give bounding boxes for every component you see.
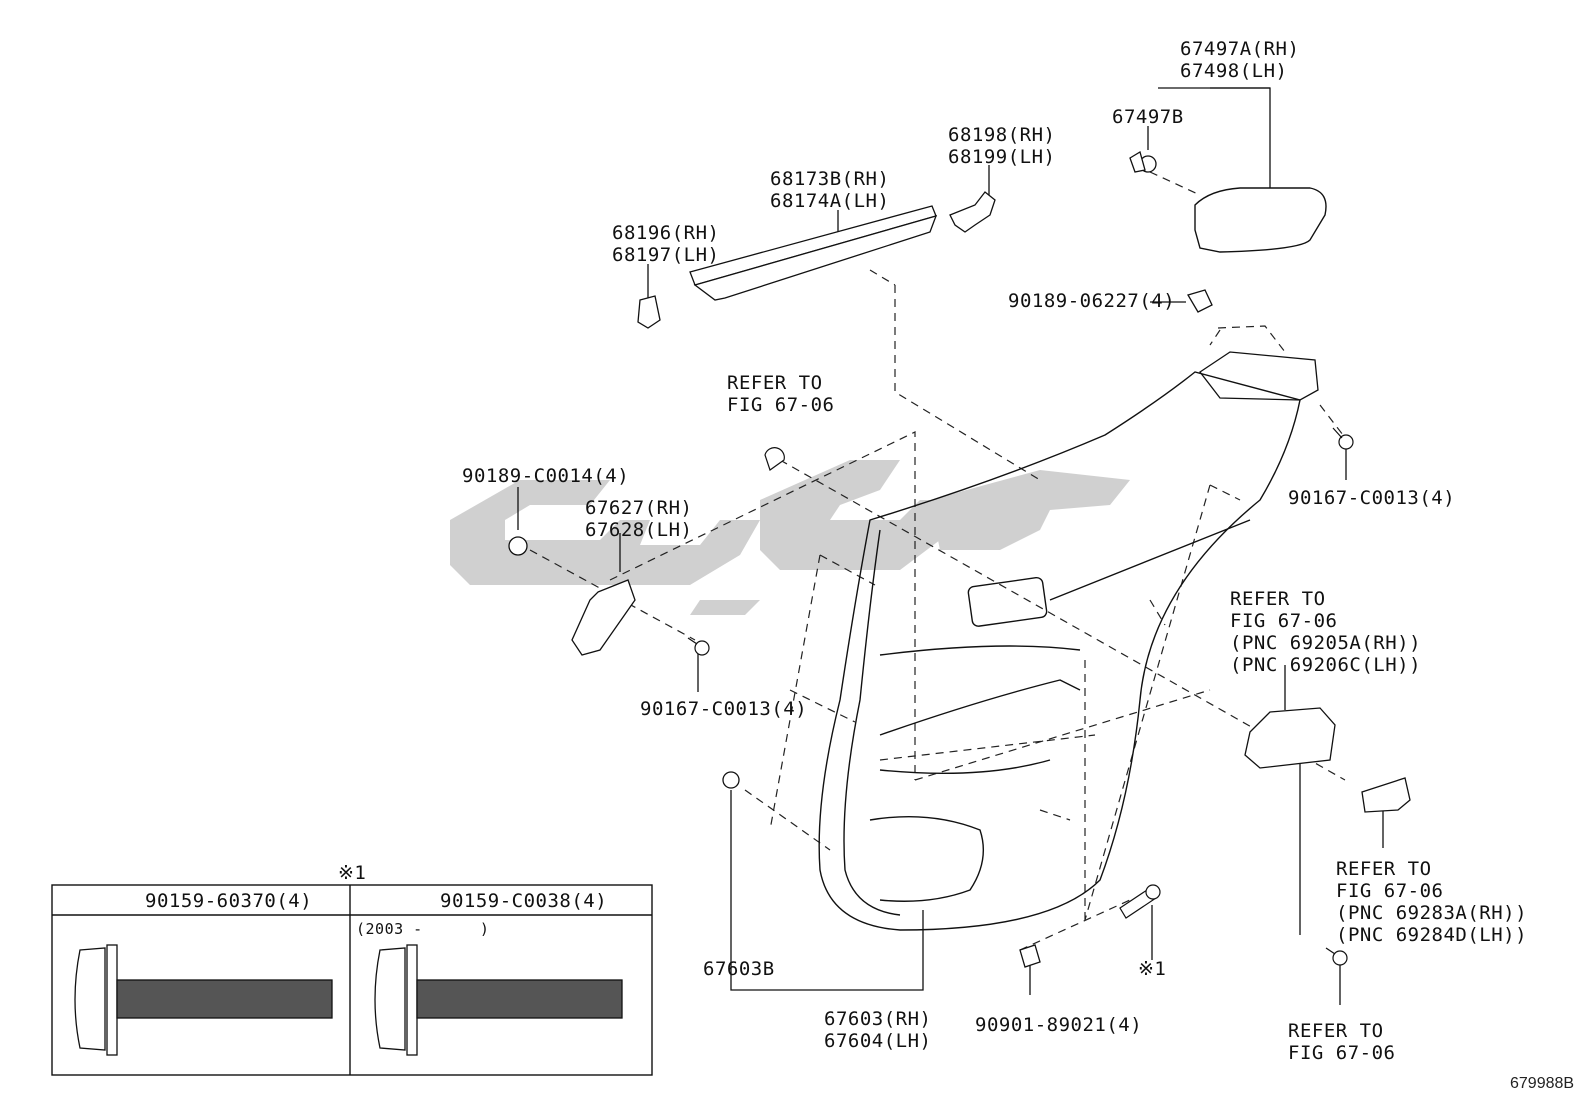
table-col2-note: (2003 - ) bbox=[356, 920, 490, 938]
label-90189-C0014: 90189-C0014(4) bbox=[462, 465, 630, 487]
clip-68196 bbox=[637, 295, 661, 329]
cover-67497A bbox=[1194, 187, 1327, 253]
screw-drawing-60370 bbox=[74, 944, 333, 1056]
label-note-mark: ※1 bbox=[1138, 958, 1167, 980]
clip-90901 bbox=[1019, 944, 1041, 968]
switch-cover bbox=[1361, 777, 1411, 813]
leader-67603 bbox=[730, 790, 924, 991]
label-refer-a-2: FIG 67-06 bbox=[727, 394, 835, 416]
label-67604: 67604(LH) bbox=[824, 1030, 932, 1052]
figure-code: 679988B bbox=[1510, 1075, 1575, 1092]
clip-90189-C0014 bbox=[508, 536, 528, 556]
label-refer-c-4: (PNC 69284D(LH)) bbox=[1336, 924, 1528, 946]
leader-67497A bbox=[1210, 87, 1271, 188]
label-68199: 68199(LH) bbox=[948, 146, 1056, 168]
screw-90167-right bbox=[1332, 427, 1354, 450]
table-col1-header: 90159-60370(4) bbox=[145, 890, 313, 912]
label-67603B: 67603B bbox=[703, 958, 775, 980]
label-68174A: 68174A(LH) bbox=[770, 190, 890, 212]
assembly-lines bbox=[529, 171, 1346, 951]
label-refer-d-1: REFER TO bbox=[1288, 1020, 1384, 1042]
table-mark: ※1 bbox=[338, 862, 367, 884]
screw-refer-d bbox=[1325, 947, 1348, 966]
label-67627: 67627(RH) bbox=[585, 497, 693, 519]
table-col2-header: 90159-C0038(4) bbox=[440, 890, 608, 912]
bracket-67627 bbox=[571, 579, 636, 656]
label-90167-C0013-right: 90167-C0013(4) bbox=[1288, 487, 1456, 509]
label-68197: 68197(LH) bbox=[612, 244, 720, 266]
watermark-logo bbox=[450, 460, 1130, 615]
screw-table bbox=[51, 884, 653, 1076]
label-refer-a-1: REFER TO bbox=[727, 372, 823, 394]
handle-bezel bbox=[1244, 707, 1336, 769]
label-90189-06227: 90189-06227(4) bbox=[1008, 290, 1176, 312]
door-trim-panel bbox=[818, 371, 1301, 931]
label-68173B: 68173B(RH) bbox=[770, 168, 890, 190]
label-refer-c-2: FIG 67-06 bbox=[1336, 880, 1444, 902]
label-refer-b-3: (PNC 69205A(RH)) bbox=[1230, 632, 1422, 654]
screw-note-1 bbox=[1119, 884, 1161, 919]
label-refer-d-2: FIG 67-06 bbox=[1288, 1042, 1396, 1064]
bracket-68198 bbox=[949, 191, 996, 233]
label-refer-c-1: REFER TO bbox=[1336, 858, 1432, 880]
label-refer-b-4: (PNC 69206C(LH)) bbox=[1230, 654, 1422, 676]
label-67603: 67603(RH) bbox=[824, 1008, 932, 1030]
label-refer-c-3: (PNC 69283A(RH)) bbox=[1336, 902, 1528, 924]
clip-refer-a bbox=[764, 447, 785, 471]
label-refer-b-1: REFER TO bbox=[1230, 588, 1326, 610]
label-67497B: 67497B bbox=[1112, 106, 1184, 128]
clip-67497B bbox=[1129, 151, 1157, 173]
label-67628: 67628(LH) bbox=[585, 519, 693, 541]
label-67498: 67498(LH) bbox=[1180, 60, 1288, 82]
clip-90189-06227 bbox=[1187, 289, 1213, 313]
label-90901-89021: 90901-89021(4) bbox=[975, 1014, 1143, 1036]
label-refer-b-2: FIG 67-06 bbox=[1230, 610, 1338, 632]
weatherstrip-68173B bbox=[689, 205, 938, 301]
label-67497A: 67497A(RH) bbox=[1180, 38, 1300, 60]
screw-drawing-C0038 bbox=[374, 944, 623, 1056]
label-90167-C0013-left: 90167-C0013(4) bbox=[640, 698, 808, 720]
label-68198: 68198(RH) bbox=[948, 124, 1056, 146]
clip-67603B bbox=[722, 771, 740, 789]
screw-90167-left bbox=[687, 637, 710, 656]
label-68196: 68196(RH) bbox=[612, 222, 720, 244]
upper-bracket bbox=[1199, 351, 1319, 401]
